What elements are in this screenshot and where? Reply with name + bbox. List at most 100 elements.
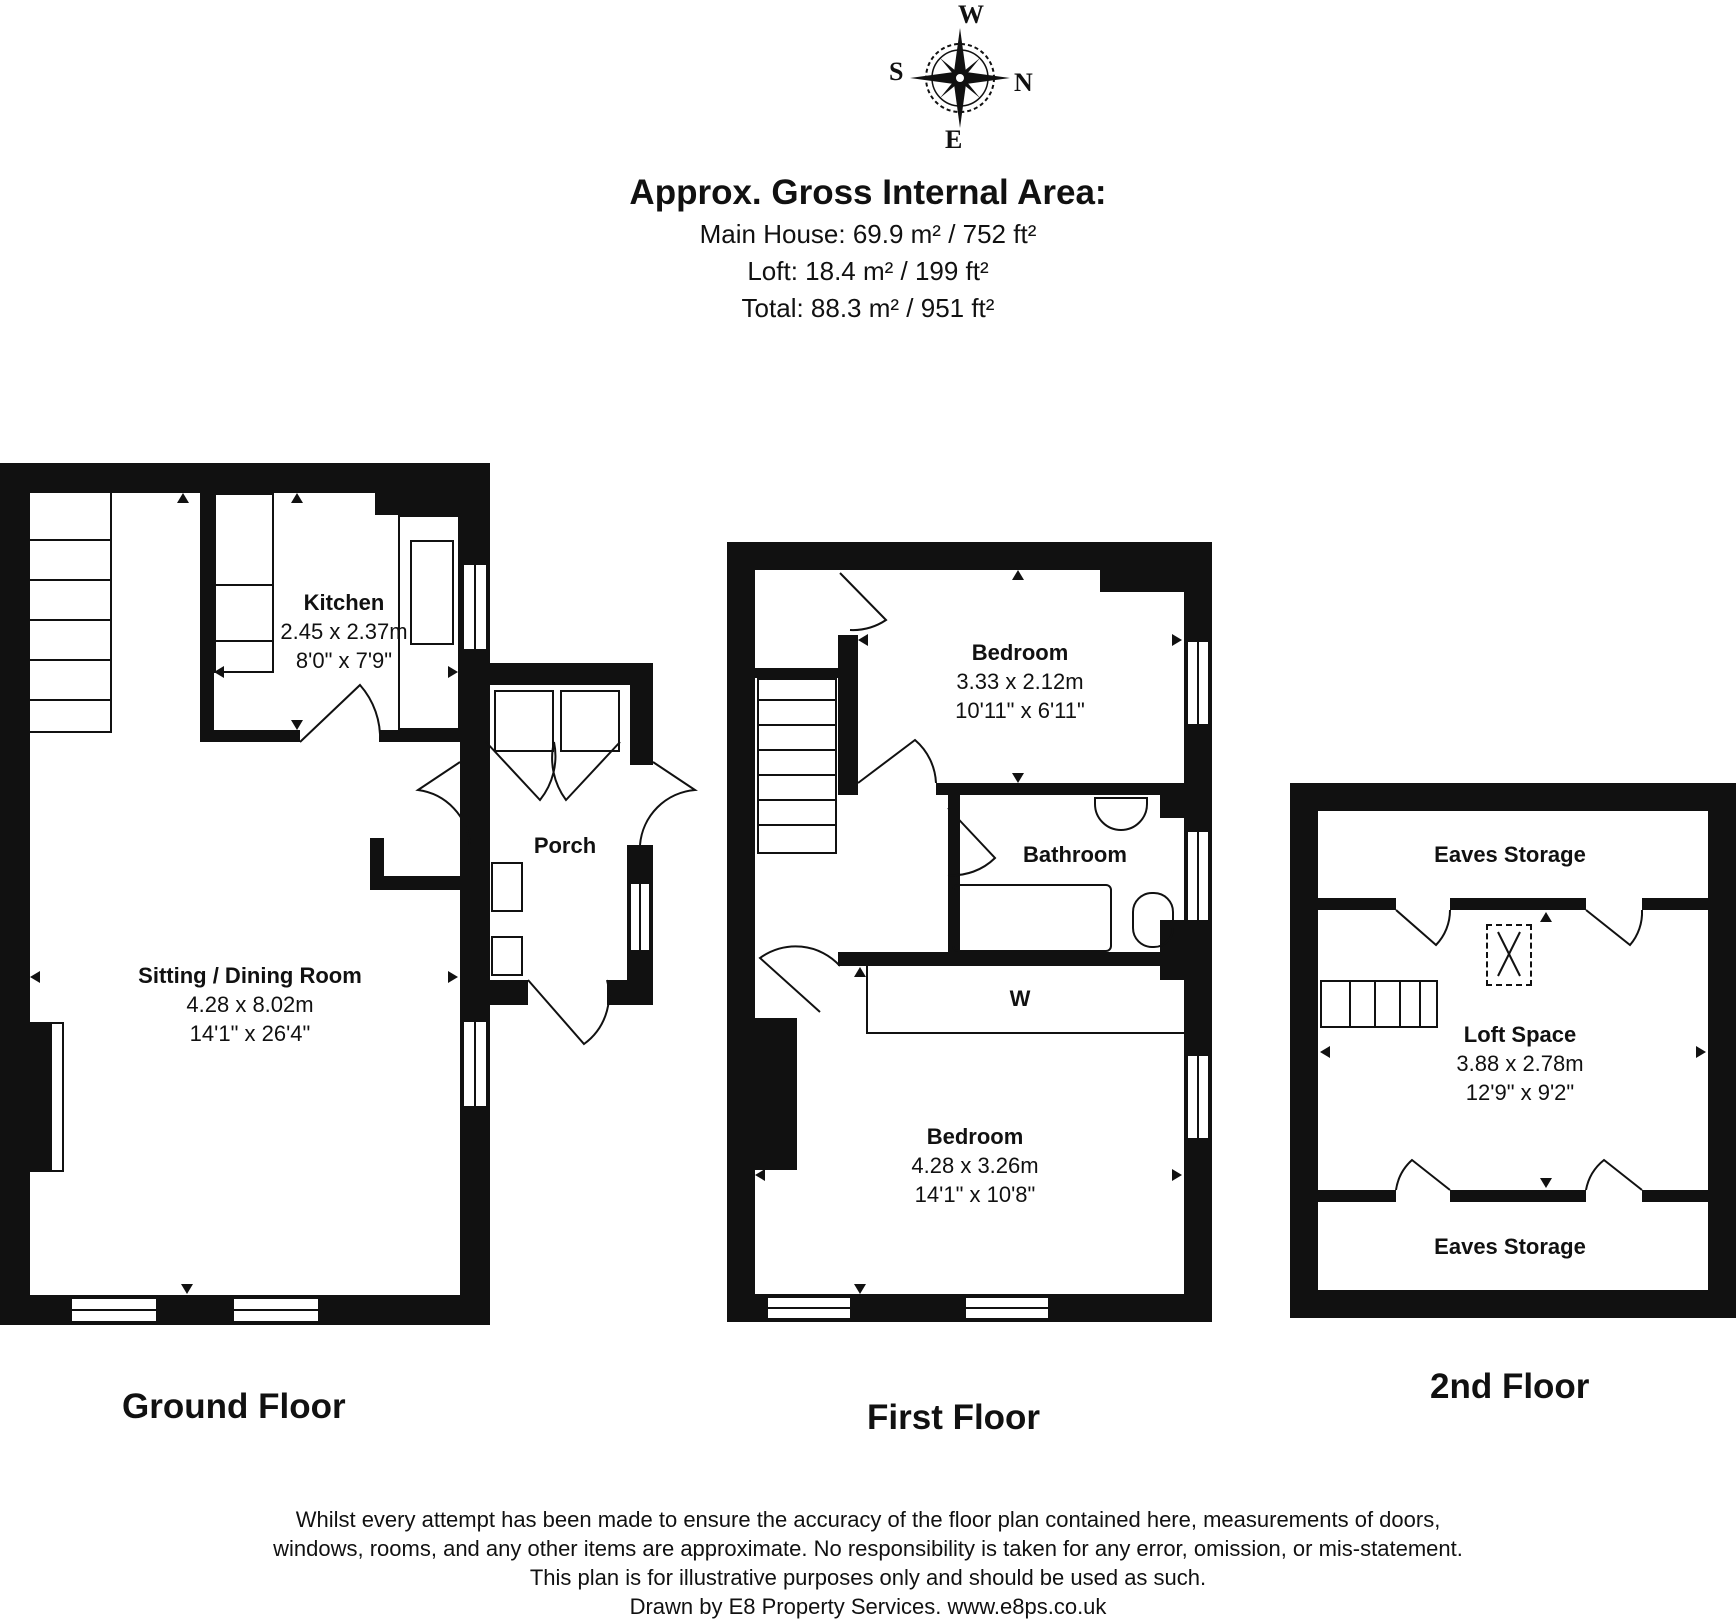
loft-ladder [1320,980,1438,1028]
room-sitting-dining: Sitting / Dining Room 4.28 x 8.02m 14'1"… [100,961,400,1048]
kitchen-worktop [398,515,460,730]
wall [1290,783,1318,1318]
wall [838,952,1184,966]
room-name: Porch [533,833,597,858]
wall [755,668,840,678]
roof-light-icon [1486,924,1532,986]
room-metric: 2.45 x 2.37m [280,619,408,644]
wall [607,980,653,1005]
wall [1642,1190,1708,1202]
wall [200,490,214,740]
wall [460,845,490,1005]
room-bedroom-2: Bedroom 4.28 x 3.26m 14'1" x 10'8" [855,1122,1095,1209]
room-name: Eaves Storage [1434,1234,1586,1259]
fireplace [30,1022,50,1172]
washing-machine-icon [494,690,554,752]
room-name: Sitting / Dining Room [138,963,362,988]
compass-north-label: N [1014,68,1033,97]
room-imperial: 8'0" x 7'9" [295,648,393,673]
sink-icon [410,540,454,645]
door-swing-bathroom [947,807,997,877]
door-swing-cupboard [551,741,621,802]
door-swing-kitchen [299,683,382,743]
door-swing-porch-left [415,761,471,846]
wall [1450,1190,1586,1202]
area-total: Total: 88.3 m² / 951 ft² [741,293,995,323]
disclaimer-line: windows, rooms, and any other items are … [273,1536,1463,1561]
compass-rose-icon [910,28,1010,128]
door-swing-closet [839,572,888,632]
window [766,1296,852,1320]
toilet-icon [1132,892,1174,948]
door-swing-eaves [1395,1158,1451,1191]
door-swings [299,572,1644,1191]
room-imperial: 14'1" x 26'4" [189,1021,311,1046]
room-name: Bedroom [971,640,1069,665]
door-swing-eaves [1585,1158,1643,1191]
window [1186,640,1210,726]
bath-icon [952,884,1112,952]
window [629,882,651,952]
room-wardrobe: W [990,984,1050,1013]
disclaimer-line: This plan is for illustrative purposes o… [529,1565,1207,1590]
wall [1290,1290,1736,1318]
room-name: Loft Space [1463,1022,1577,1047]
wall [375,490,460,515]
wall [0,463,490,493]
floor-title-second: 2nd Floor [1430,1367,1590,1406]
door-swing-front [527,979,610,1046]
room-bathroom: Bathroom [1000,840,1150,869]
room-eaves-storage-top: Eaves Storage [1400,840,1620,869]
room-imperial: 12'9" x 9'2" [1465,1080,1575,1105]
hob-icon [214,584,274,642]
room-metric: 4.28 x 8.02m [186,992,314,1017]
window [462,563,488,651]
room-name: Bedroom [926,1124,1024,1149]
porch-cupboard [491,936,523,976]
room-kitchen: Kitchen 2.45 x 2.37m 8'0" x 7'9" [274,588,414,675]
door-swing-bedroom-1 [857,738,937,784]
wall [380,730,460,742]
room-eaves-storage-bottom: Eaves Storage [1400,1232,1620,1261]
floor-title-ground: Ground Floor [122,1387,346,1426]
wall [630,663,653,765]
door-swing-eaves [1585,909,1644,947]
room-name: W [1009,986,1031,1011]
wall [0,463,30,1325]
area-main-house: Main House: 69.9 m² / 752 ft² [699,219,1037,249]
window [462,1020,488,1108]
door-swing-eaves [1395,909,1452,947]
compass-south-label: S [889,57,904,86]
wall [838,635,858,795]
wall [1642,898,1708,910]
wardrobe [866,966,1184,1034]
disclaimer-line: Whilst every attempt has been made to en… [295,1507,1441,1532]
room-imperial: 10'11" x 6'11" [955,698,1085,723]
wall [1100,570,1184,592]
floor-title-first: First Floor [867,1398,1041,1437]
room-name: Eaves Storage [1434,842,1586,867]
staircase [757,678,837,854]
door-swing-porch-right [639,761,698,846]
wall [460,980,528,1005]
fireplace-hearth [50,1022,64,1172]
wall [1708,783,1736,1318]
area-heading: Approx. Gross Internal Area: [629,173,1107,212]
disclaimer-line: Drawn by E8 Property Services. www.e8ps.… [629,1594,1107,1619]
window [964,1296,1050,1320]
porch-cupboard [491,862,523,912]
chimney-breast [755,1018,797,1170]
wall [936,783,1184,795]
window [1186,830,1210,922]
wall [460,663,486,765]
disclaimer: Whilst every attempt has been made to en… [0,1505,1736,1621]
wall [1450,898,1586,910]
area-loft: Loft: 18.4 m² / 199 ft² [747,256,989,286]
window [1186,1054,1210,1140]
wall [727,542,755,1322]
stair-treads [30,539,1521,1028]
wall [460,663,653,685]
room-metric: 3.88 x 2.78m [1456,1051,1584,1076]
room-porch: Porch [525,831,605,860]
